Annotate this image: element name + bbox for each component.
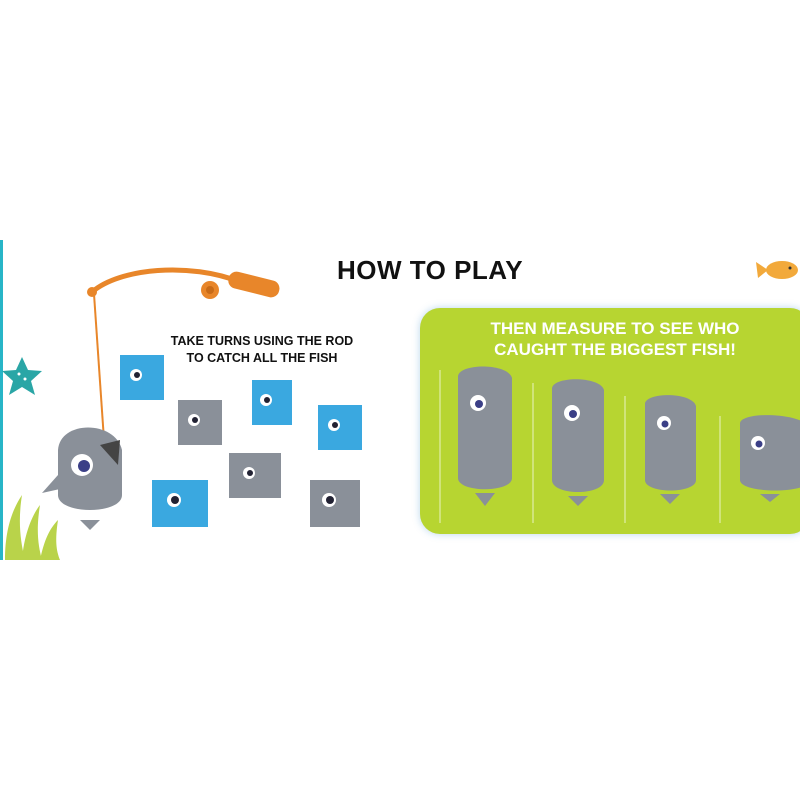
page-title: HOW TO PLAY: [336, 255, 524, 285]
left-caption-line2: TO CATCH ALL THE FISH: [186, 351, 338, 365]
fishing-rod-icon: [87, 267, 280, 441]
shark-icon: [645, 395, 696, 504]
shark-icon: [458, 366, 512, 506]
panel-caption-line1: THEN MEASURE TO SEE WHO: [490, 319, 740, 338]
left-caption-line1: TAKE TURNS USING THE ROD: [170, 334, 354, 348]
shark-icon: [318, 405, 362, 450]
measure-panel: THEN MEASURE TO SEE WHO CAUGHT THE BIGGE…: [420, 308, 800, 534]
shark-icon: [740, 415, 800, 502]
shark-icon: [229, 453, 281, 498]
shark-icon: [152, 480, 208, 527]
left-edge-stripe: [0, 240, 3, 560]
shark-icon: [178, 400, 222, 445]
panel-caption-line2: CAUGHT THE BIGGEST FISH!: [494, 340, 736, 359]
shark-icon: [120, 355, 164, 400]
seaweed-icon: [5, 495, 60, 560]
panel-caption: THEN MEASURE TO SEE WHO CAUGHT THE BIGGE…: [420, 318, 800, 360]
shark-icon: [42, 427, 122, 530]
shark-icon: [252, 380, 292, 425]
measure-illustration: [439, 366, 800, 523]
shark-icon: [552, 379, 604, 506]
left-illustration: [2, 267, 362, 560]
left-caption: TAKE TURNS USING THE ROD TO CATCH ALL TH…: [150, 333, 374, 367]
starfish-icon: [2, 357, 42, 395]
shark-icon: [310, 480, 360, 527]
